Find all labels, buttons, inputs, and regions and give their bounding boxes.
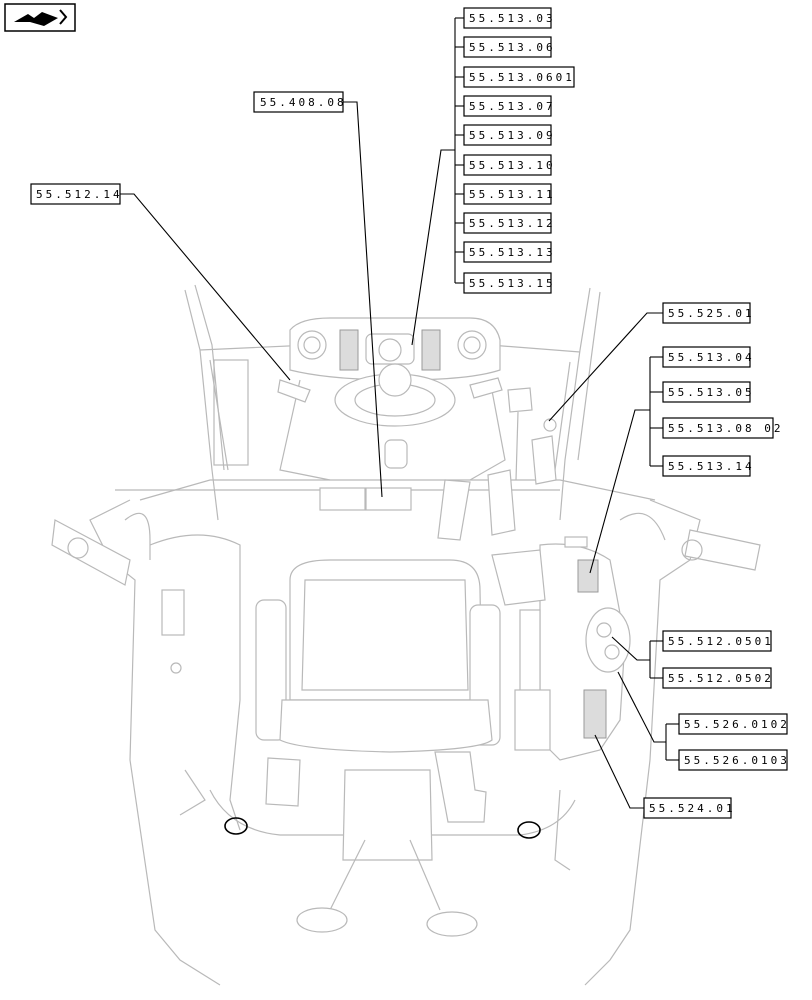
svg-text:55.513.15: 55.513.15 [469,277,556,290]
callout-55-513-11[interactable]: 55.513.11 [463,183,556,205]
callout-55-513-12[interactable]: 55.513.12 [463,212,556,234]
svg-text:55.513.10: 55.513.10 [469,159,556,172]
svg-text:55.513.14: 55.513.14 [668,460,755,473]
svg-text:55.513.03: 55.513.03 [469,12,556,25]
svg-text:55.513.0601: 55.513.0601 [469,71,575,84]
callout-55-513-03[interactable]: 55.513.03 [463,7,556,29]
svg-text:55.512.14: 55.512.14 [36,188,123,201]
callout-55-513-06[interactable]: 55.513.06 [463,36,556,58]
svg-text:55.526.0103: 55.526.0103 [684,754,790,767]
svg-text:55.513.12: 55.513.12 [469,217,556,230]
svg-text:55.525.01: 55.525.01 [668,307,755,320]
cab-illustration [51,284,761,986]
callout-55-526-0103[interactable]: 55.526.0103 [678,749,790,771]
callout-55-512-0502[interactable]: 55.512.0502 [662,667,774,689]
svg-text:55.524.01: 55.524.01 [649,802,736,815]
callout-55-513-13[interactable]: 55.513.13 [463,241,556,263]
callout-55-524-01[interactable]: 55.524.01 [643,797,736,819]
callout-55-513-08-02[interactable]: 55.513.08 02 [662,417,783,439]
svg-text:55.513.09: 55.513.09 [469,129,556,142]
callout-55-513-0601[interactable]: 55.513.0601 [463,66,575,88]
callout-55-513-14[interactable]: 55.513.14 [662,455,755,477]
callout-55-513-09[interactable]: 55.513.09 [463,124,556,146]
svg-text:55.408.08: 55.408.08 [260,96,347,109]
svg-text:55.526.0102: 55.526.0102 [684,718,790,731]
callout-55-526-0102[interactable]: 55.526.0102 [678,713,790,735]
callout-55-513-05[interactable]: 55.513.05 [662,381,755,403]
callout-55-512-0501[interactable]: 55.512.0501 [662,630,774,652]
svg-text:55.513.06: 55.513.06 [469,41,556,54]
svg-text:55.512.0501: 55.512.0501 [668,635,774,648]
svg-text:55.512.0502: 55.512.0502 [668,672,774,685]
callout-55-513-07[interactable]: 55.513.07 [463,95,556,117]
svg-text:55.513.11: 55.513.11 [469,188,556,201]
svg-text:55.513.08 02: 55.513.08 02 [668,422,783,435]
leader-lines [120,17,679,809]
svg-text:55.513.07: 55.513.07 [469,100,556,113]
callout-55-513-10[interactable]: 55.513.10 [463,154,556,176]
svg-text:55.513.13: 55.513.13 [469,246,556,259]
callout-55-513-04[interactable]: 55.513.04 [662,346,755,368]
callout-55-512-14[interactable]: 55.512.14 [30,183,123,205]
callout-55-525-01[interactable]: 55.525.01 [662,302,755,324]
svg-text:55.513.05: 55.513.05 [668,386,755,399]
callout-55-408-08[interactable]: 55.408.08 [253,91,347,113]
page-navigation-icon[interactable] [4,3,76,32]
callout-55-513-15[interactable]: 55.513.15 [463,272,556,294]
svg-text:55.513.04: 55.513.04 [668,351,755,364]
